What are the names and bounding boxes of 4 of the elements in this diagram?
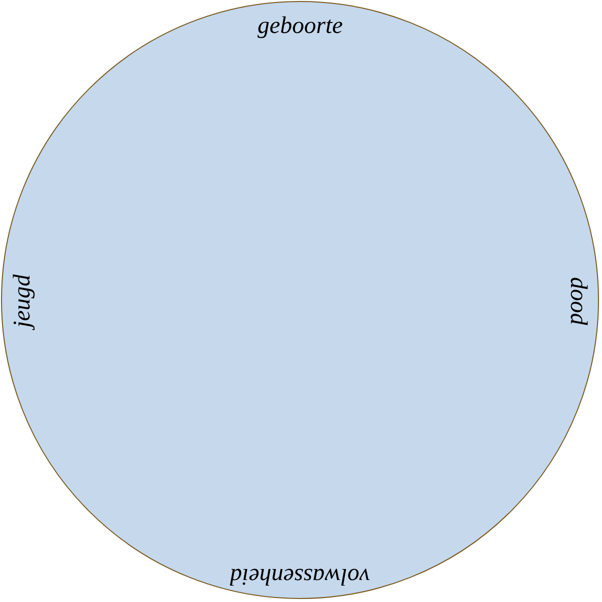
circle-label: jeugd	[10, 274, 34, 328]
circle-label: geboorte	[258, 14, 343, 38]
circle-label: volwassenheid	[230, 564, 370, 588]
circle-label: dood	[566, 277, 590, 325]
